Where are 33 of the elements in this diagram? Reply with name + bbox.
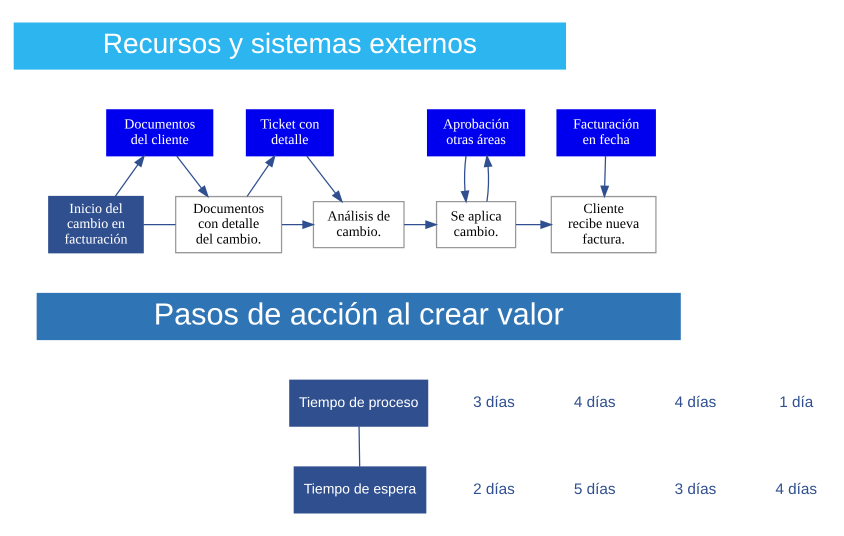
node-box: Aprobación otras áreas — [426, 109, 525, 156]
node-box: Tiempo de espera — [293, 466, 426, 514]
arrow — [515, 220, 553, 230]
node-box: Cliente recibe nueva factura. — [550, 196, 656, 254]
arrow — [404, 220, 438, 230]
arrow — [460, 156, 469, 204]
arrow — [114, 154, 145, 197]
arrow — [176, 156, 209, 198]
node-box: Facturación en fecha — [556, 109, 656, 156]
node-box: Recursos y sistemas externos — [13, 22, 566, 70]
connector — [143, 224, 175, 226]
node-box: Ticket con detalle — [245, 109, 334, 156]
node-box: Documentos del cliente — [106, 109, 213, 156]
arrow — [600, 156, 609, 198]
arrow — [483, 154, 492, 202]
label: 4 días — [573, 394, 616, 412]
label: 4 días — [674, 394, 716, 412]
node-box: Inicio del cambio en facturación — [48, 196, 144, 254]
arrow — [306, 156, 343, 204]
label: 1 día — [778, 394, 813, 412]
label: 4 días — [774, 480, 817, 498]
label: 3 días — [674, 480, 716, 498]
arrow — [246, 154, 276, 197]
label: 3 días — [472, 394, 514, 412]
label: 5 días — [573, 480, 616, 498]
node-box: Tiempo de proceso — [288, 380, 428, 427]
connector — [358, 426, 360, 466]
label: 2 días — [472, 480, 514, 498]
node-box: Análisis de cambio. — [312, 201, 404, 248]
arrow — [282, 220, 315, 230]
node-box: Documentos con detalle del cambio. — [174, 196, 282, 254]
node-box: Pasos de acción al crear valor — [36, 292, 680, 340]
node-box: Se aplica cambio. — [435, 201, 516, 248]
